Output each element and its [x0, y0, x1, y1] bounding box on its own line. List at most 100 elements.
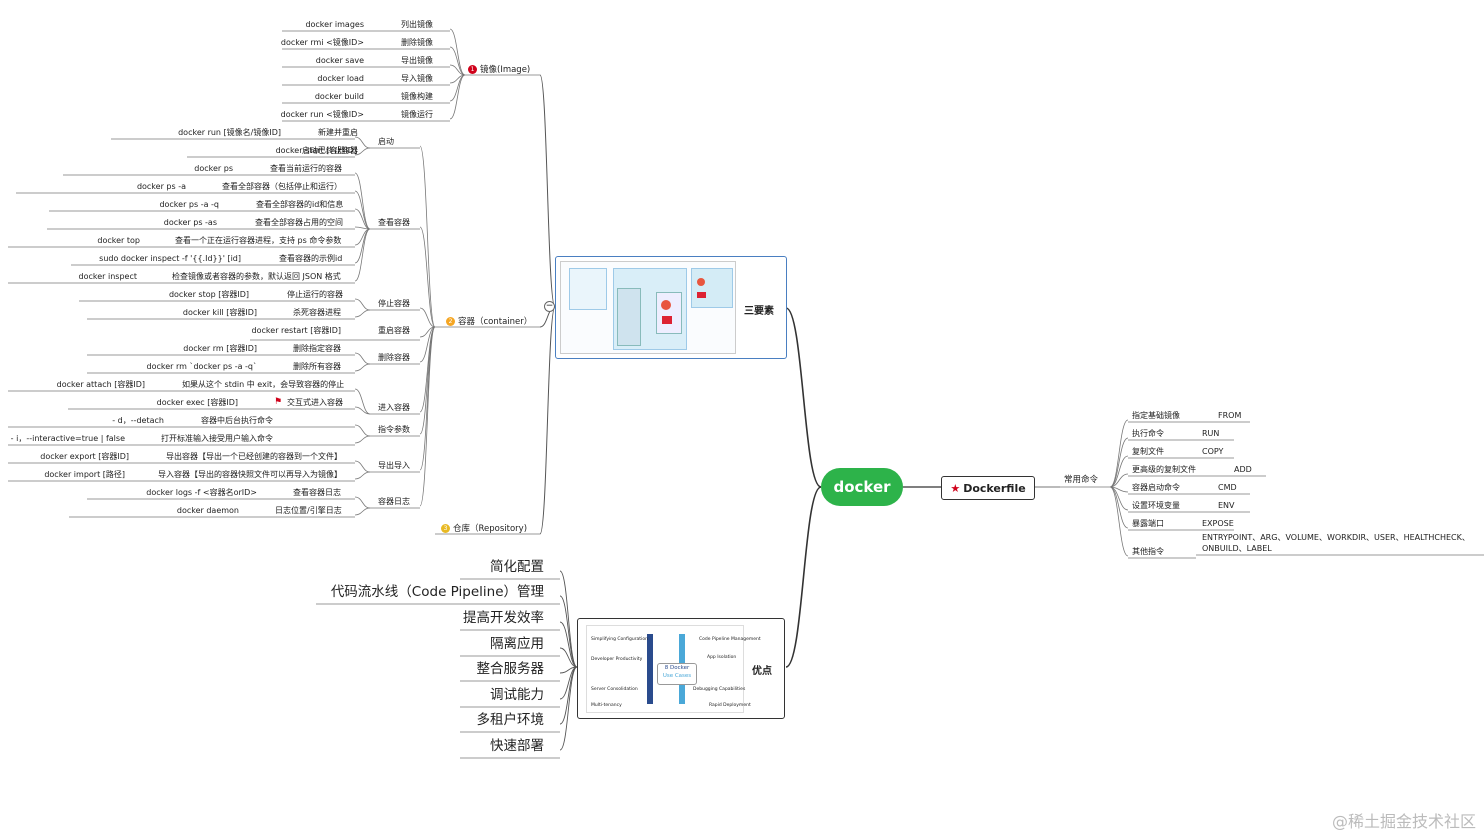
dockerfile-value: CMD: [1218, 483, 1237, 492]
branch-container[interactable]: 容器（container）: [458, 317, 533, 327]
container-cmd[interactable]: docker top: [97, 236, 140, 245]
container-cmd[interactable]: docker export [容器ID]: [40, 452, 129, 461]
image-cmd[interactable]: docker build: [314, 92, 364, 101]
connector: [354, 406, 371, 415]
collapse-toggle[interactable]: −: [544, 301, 555, 312]
container-cmd[interactable]: - i，--interactive=true | false: [10, 434, 125, 443]
dockerfile-key: 复制文件: [1132, 447, 1164, 456]
container-cmd[interactable]: docker daemon: [176, 506, 239, 515]
advantage-item[interactable]: 代码流水线（Code Pipeline）管理: [330, 584, 544, 600]
connector: [354, 136, 371, 149]
container-cmd-desc: 杀死容器进程: [293, 308, 341, 317]
dockerfile-key: 执行命令: [1132, 429, 1164, 438]
advantages-node[interactable]: 8 Docker Use Cases Simplifying Configura…: [577, 618, 785, 719]
container-cmd-desc: 查看容器的示例id: [279, 254, 343, 263]
root-label: docker: [833, 478, 891, 496]
container-cmd[interactable]: docker run [镜像名/镜像ID]: [178, 128, 281, 137]
connector: [449, 74, 466, 120]
connector: [559, 666, 578, 725]
advantage-item[interactable]: 隔离应用: [490, 636, 544, 652]
container-cmd[interactable]: docker stop [容器ID]: [168, 290, 249, 299]
container-group-restart[interactable]: 重启容器: [378, 326, 410, 335]
advantage-item[interactable]: 简化配置: [490, 559, 544, 575]
dockerfile-label: Dockerfile: [963, 481, 1026, 495]
advantage-item[interactable]: 多租户环境: [476, 712, 545, 728]
container-group-logs[interactable]: 容器日志: [378, 497, 410, 506]
container-cmd-desc: 查看全部容器（包括停止和运行）: [222, 182, 342, 191]
container-cmd[interactable]: docker exec [容器ID]: [156, 398, 238, 407]
architecture-thumbnail: [560, 261, 736, 354]
branch-repository[interactable]: 仓库（Repository): [453, 524, 528, 534]
container-cmd[interactable]: docker ps -a: [136, 182, 186, 191]
thumb-image-block: [662, 316, 672, 324]
container-cmd-desc: 停止运行的容器: [287, 290, 343, 299]
image-cmd[interactable]: docker load: [317, 74, 364, 83]
connector: [559, 621, 578, 668]
image-cmd-desc: 导入镜像: [401, 74, 433, 83]
container-cmd[interactable]: docker start [容器ID]: [275, 146, 357, 155]
container-cmd[interactable]: docker attach [容器ID]: [56, 380, 145, 389]
container-cmd-desc: 交互式进入容器: [287, 398, 343, 407]
container-cmd[interactable]: docker rm `docker ps -a -q`: [146, 362, 257, 371]
image-cmd-desc: 导出镜像: [401, 56, 433, 65]
dockerfile-value: ADD: [1234, 465, 1252, 474]
advantage-item[interactable]: 提高开发效率: [463, 610, 544, 626]
container-cmd-desc: 容器中后台执行命令: [201, 416, 273, 425]
dockerfile-node[interactable]: ★ Dockerfile: [941, 476, 1035, 500]
image-cmd[interactable]: docker save: [315, 56, 364, 65]
thumb-client-box: [569, 268, 607, 310]
container-cmd[interactable]: docker kill [容器ID]: [182, 308, 257, 317]
thumb-container-stack: [617, 288, 641, 346]
container-cmd-desc: 日志位置/引擎日志: [275, 506, 342, 515]
container-group-stop[interactable]: 停止容器: [378, 299, 410, 308]
branch-image[interactable]: 镜像(Image): [480, 65, 531, 75]
dockerfile-key: 更高级的复制文件: [1132, 465, 1196, 474]
advantage-item[interactable]: 整合服务器: [476, 661, 545, 677]
badge-1-icon: 1: [468, 65, 477, 74]
container-group-params[interactable]: 指令参数: [378, 425, 410, 434]
image-cmd[interactable]: docker images: [305, 20, 364, 29]
container-cmd-desc: 如果从这个 stdin 中 exit，会导致容器的停止: [182, 380, 345, 389]
container-cmd[interactable]: docker ps: [194, 164, 233, 173]
container-cmd[interactable]: docker rm [容器ID]: [183, 344, 257, 353]
connector: [354, 309, 371, 318]
thumb-label-h: Rapid Deployment: [709, 703, 751, 708]
container-cmd[interactable]: - d，--detach: [112, 416, 164, 425]
container-cmd[interactable]: docker restart [容器ID]: [251, 326, 341, 335]
container-group-export[interactable]: 导出导入: [378, 461, 410, 470]
image-cmd[interactable]: docker rmi <镜像ID>: [280, 38, 364, 47]
thumb-registry-icon: [697, 278, 705, 286]
connector: [449, 28, 466, 76]
image-cmd[interactable]: docker run <镜像ID>: [280, 110, 364, 119]
container-group-view[interactable]: 查看容器: [378, 218, 410, 227]
image-cmd-desc: 删除镜像: [401, 38, 433, 47]
container-cmd-desc: 查看容器日志: [293, 488, 341, 497]
root-node[interactable]: docker: [821, 468, 903, 506]
container-cmd[interactable]: sudo docker inspect -f '{{.Id}}' [id]: [99, 254, 241, 263]
container-cmd-desc: 查看全部容器占用的空间: [255, 218, 343, 227]
container-cmd[interactable]: docker ps -as: [163, 218, 217, 227]
three-elements-node[interactable]: 三要素: [555, 256, 787, 359]
badge-2-icon: 2: [446, 317, 455, 326]
container-cmd[interactable]: docker inspect: [78, 272, 137, 281]
connector: [539, 306, 556, 535]
advantage-item[interactable]: 调试能力: [490, 687, 544, 703]
container-cmd-desc: 新建并重启: [318, 128, 358, 137]
connector: [1109, 473, 1129, 488]
connector: [419, 145, 436, 328]
container-cmd[interactable]: docker logs -f <容器名orID>: [146, 488, 257, 497]
container-cmd[interactable]: docker import [路径]: [44, 470, 125, 479]
container-group-enter[interactable]: 进入容器: [378, 403, 410, 412]
connector: [354, 507, 371, 516]
dockerfile-value: EXPOSE: [1202, 519, 1234, 528]
container-group-remove[interactable]: 删除容器: [378, 353, 410, 362]
dockerfile-value: RUN: [1202, 429, 1220, 438]
connector: [419, 326, 436, 338]
flag-icon: ⚑: [274, 397, 283, 407]
container-group-start[interactable]: 启动: [378, 137, 394, 146]
connector: [354, 435, 371, 444]
advantage-item[interactable]: 快速部署: [490, 738, 544, 754]
container-cmd-desc: 查看全部容器的id和信息: [256, 200, 344, 209]
container-cmd[interactable]: docker ps -a -q: [159, 200, 219, 209]
